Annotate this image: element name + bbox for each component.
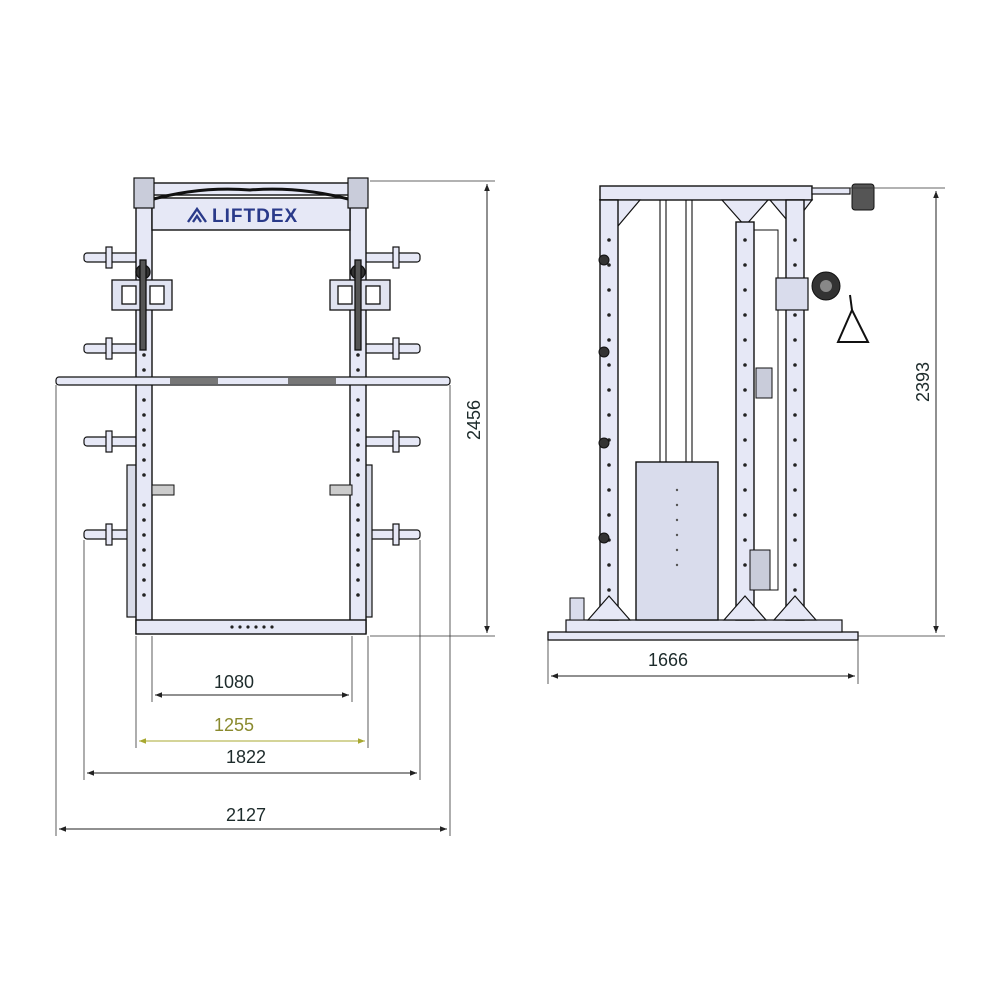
dim-bar-span-label: 2127 [226, 805, 266, 825]
front-view: LIFTDEX [55, 177, 495, 836]
side-foot [569, 597, 585, 621]
side-gusset-base-left [586, 595, 632, 621]
side-top-arm [811, 187, 851, 195]
side-pegs [598, 254, 610, 544]
dim-inner-width: 1080 [155, 672, 349, 698]
dim-plate-span-label: 1822 [226, 747, 266, 767]
cable-pulley [775, 271, 841, 311]
side-gusset-base-right [772, 595, 818, 621]
plate-storage-right [361, 246, 421, 546]
safety-catch-left [151, 484, 175, 496]
dim-front-height-label: 2456 [464, 400, 484, 440]
side-gusset-top-mid [720, 199, 770, 227]
dim-base-width: 1255 [139, 715, 365, 744]
dim-base-width-label: 1255 [214, 715, 254, 735]
side-top-beam [599, 185, 813, 201]
top-bracket-left [133, 177, 155, 209]
side-top-arm-handle [851, 183, 875, 211]
selector-pin [755, 367, 773, 399]
logo-plate [151, 197, 351, 231]
brand-logo-text: LIFTDEX [212, 206, 298, 227]
pulley-assembly-right [329, 259, 391, 351]
dim-bar-span: 2127 [59, 805, 447, 832]
dim-plate-span: 1822 [87, 747, 417, 776]
base-holes [230, 625, 274, 629]
guide-rods [659, 200, 693, 462]
cable-guide-rear [753, 229, 779, 591]
cable-handle-icon [836, 294, 870, 343]
side-base [547, 631, 859, 641]
dim-extension-lines [55, 385, 451, 836]
barbell [55, 376, 451, 386]
front-base [135, 619, 367, 635]
dim-side-height-label: 2393 [913, 362, 933, 402]
side-view: 2393 1666 [547, 183, 945, 684]
pulley-assembly-left [111, 259, 173, 351]
weight-stack-holes [675, 488, 679, 567]
dim-inner-width-label: 1080 [214, 672, 254, 692]
safety-catch-right [329, 484, 353, 496]
logo-icon [187, 206, 207, 223]
dim-front-height: 2456 [370, 180, 495, 637]
dim-side-depth: 1666 [547, 640, 859, 684]
side-gusset-base-mid [722, 595, 768, 621]
dim-side-depth-label: 1666 [648, 650, 688, 670]
dim-side-height: 2393 [812, 187, 945, 637]
side-upright-rear [785, 199, 805, 621]
pullup-bar [149, 187, 353, 202]
top-bracket-right [347, 177, 369, 209]
weight-stack [635, 461, 719, 621]
lower-pulley [749, 549, 771, 591]
side-base-plate [565, 619, 843, 633]
